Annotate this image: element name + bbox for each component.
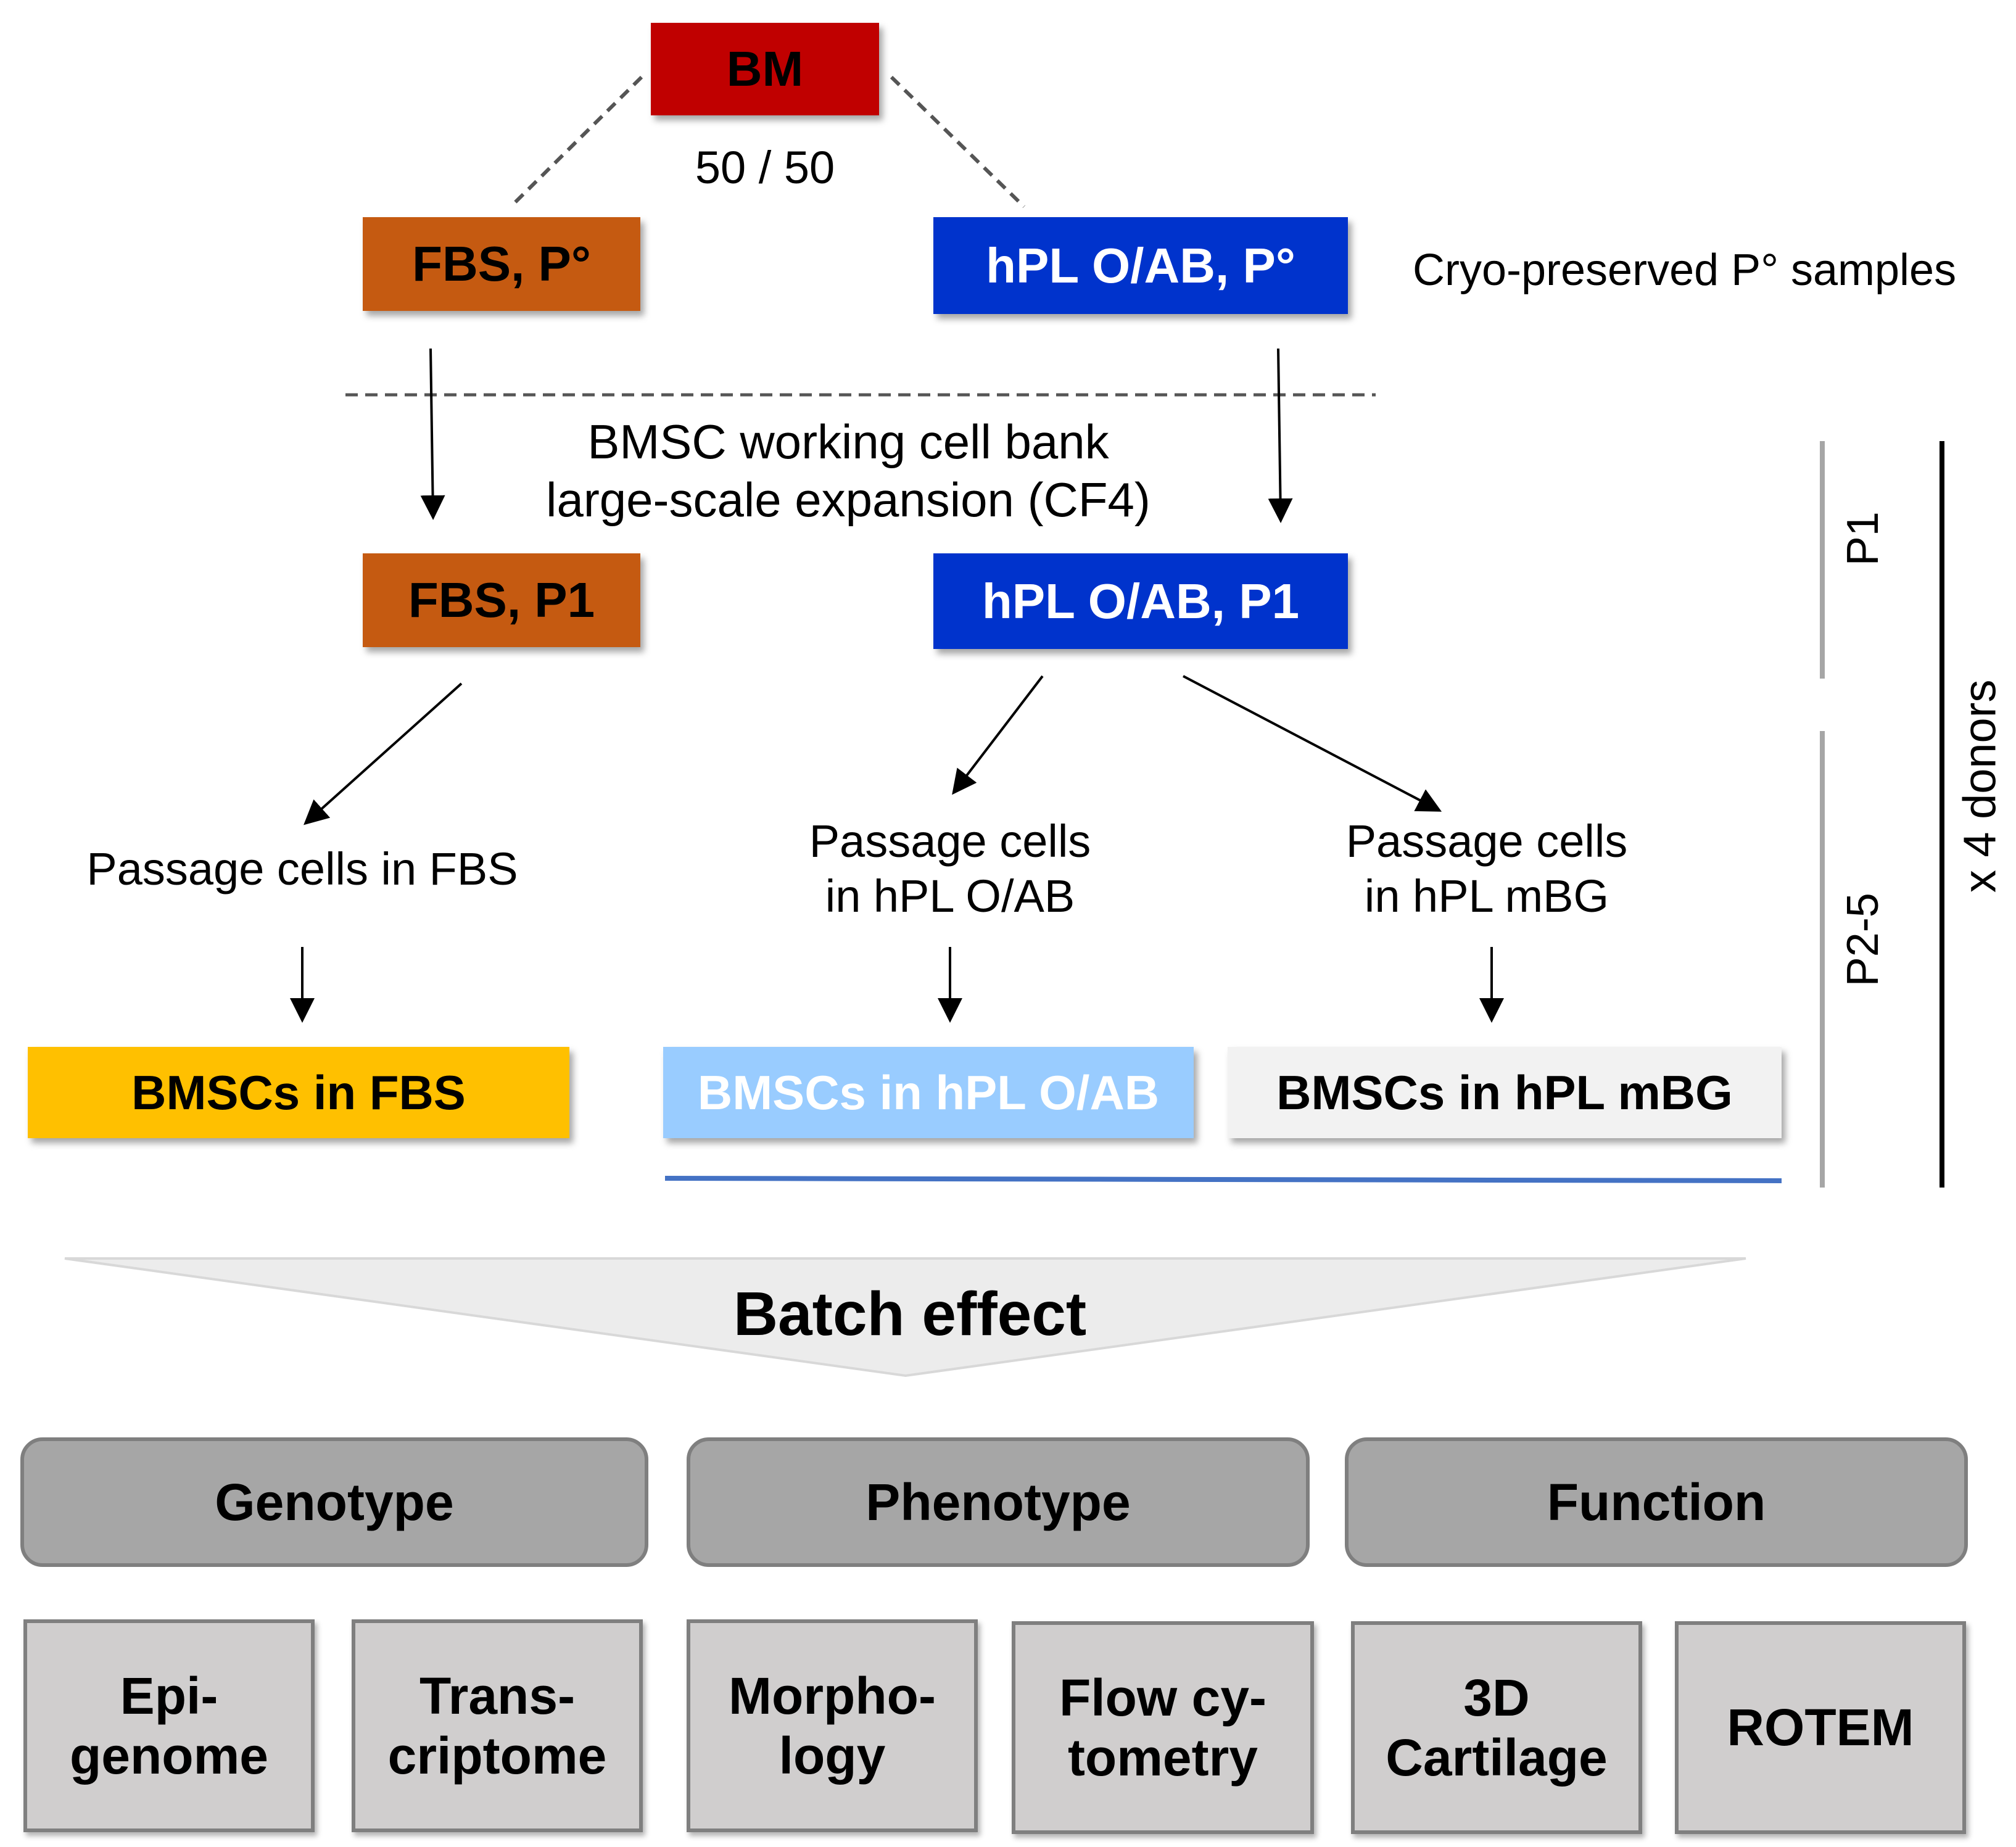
fbs-p1-box: FBS, P1	[363, 553, 640, 647]
assay-rotem-line1: ROTEM	[1727, 1698, 1914, 1757]
bm-to-hpl-dashed-line	[890, 75, 1026, 209]
assay-flow-cytometry-line1: Flow cy-	[1059, 1668, 1267, 1727]
assay-3d-cartilage: 3D Cartilage	[1351, 1621, 1642, 1834]
bmsc-fbs-label: BMSCs in FBS	[131, 1065, 466, 1120]
category-function: Function	[1345, 1437, 1968, 1567]
assay-transcriptome: Trans- criptome	[352, 1619, 643, 1832]
batch-effect-label: Batch effect	[733, 1279, 1087, 1349]
bmsc-hpl-oab-label: BMSCs in hPL O/AB	[697, 1065, 1160, 1120]
passage-hpl-oab-line1: Passage cells	[809, 816, 1091, 867]
passage-hpl-mbg: Passage cells in hPL mBG	[1277, 814, 1696, 924]
assay-flow-cytometry-line2: tometry	[1067, 1728, 1258, 1787]
assay-rotem: ROTEM	[1675, 1621, 1966, 1834]
split-ratio: 50 / 50	[695, 142, 835, 193]
batch-effect-wedge	[64, 1257, 1746, 1378]
assay-morphology: Morpho- logy	[687, 1619, 978, 1832]
passage-hpl-mbg-line2: in hPL mBG	[1364, 870, 1609, 922]
assay-3d-cartilage-line2: Cartilage	[1386, 1728, 1608, 1787]
cell-bank-title: BMSC working cell bank large-scale expan…	[469, 413, 1228, 529]
fbs-p0-to-p1-arrow	[420, 348, 445, 520]
passage-hpl-oab-line2: in hPL O/AB	[825, 870, 1075, 922]
bm-to-fbs-dashed-line	[509, 75, 643, 209]
assay-flow-cytometry: Flow cy- tometry	[1012, 1621, 1314, 1834]
assay-epigenome-line2: genome	[69, 1726, 269, 1785]
passage-hpl-mbg-line1: Passage cells	[1345, 816, 1628, 867]
assay-transcriptome-line2: criptome	[387, 1726, 607, 1785]
passage-fbs: Passage cells in FBS	[86, 843, 518, 895]
hpl-p0-label: hPL O/AB, P°	[986, 238, 1295, 293]
hpl-p0-to-p1-arrow	[1268, 348, 1293, 523]
side-label-p1: P1	[1838, 511, 1888, 566]
hpl-p1-box: hPL O/AB, P1	[933, 553, 1348, 649]
bm-box: BM	[651, 23, 879, 115]
bmsc-hpl-mbg-label: BMSCs in hPL mBG	[1276, 1065, 1733, 1120]
category-genotype: Genotype	[20, 1437, 648, 1567]
side-label-p25: P2-5	[1838, 893, 1888, 987]
cell-bank-line1: BMSC working cell bank	[587, 415, 1109, 469]
hpl-group-underline	[664, 1176, 1782, 1183]
hpl-p0-box: hPL O/AB, P°	[933, 217, 1348, 314]
cryo-note: Cryo-preserved P° samples	[1413, 246, 1957, 295]
assay-epigenome-line1: Epi-	[120, 1666, 218, 1725]
category-genotype-label: Genotype	[215, 1473, 454, 1531]
assay-epigenome: Epi- genome	[23, 1619, 315, 1832]
hpl-p1-label: hPL O/AB, P1	[981, 573, 1300, 629]
cell-bank-line2: large-scale expansion (CF4)	[546, 472, 1151, 527]
hpl-p1-to-oab-passage-arrow	[952, 675, 1044, 795]
assay-3d-cartilage-line1: 3D	[1463, 1668, 1530, 1727]
category-function-label: Function	[1547, 1473, 1766, 1531]
bm-label: BM	[726, 41, 804, 96]
assay-morphology-line1: Morpho-	[729, 1666, 936, 1725]
fbs-p1-to-passage-arrow	[304, 682, 463, 825]
hpl-p1-to-mbg-passage-arrow	[1183, 675, 1442, 812]
assay-morphology-line2: logy	[779, 1726, 886, 1785]
category-phenotype-label: Phenotype	[865, 1473, 1131, 1531]
bmsc-fbs-box: BMSCs in FBS	[28, 1047, 569, 1138]
fbs-p1-label: FBS, P1	[408, 572, 595, 627]
passage-hpl-oab: Passage cells in hPL O/AB	[740, 814, 1160, 924]
category-phenotype: Phenotype	[687, 1437, 1310, 1567]
bmsc-hpl-oab-box: BMSCs in hPL O/AB	[663, 1047, 1194, 1138]
fbs-p0-label: FBS, P°	[412, 236, 591, 291]
side-label-donors: x 4 donors	[1954, 679, 2006, 893]
fbs-p0-box: FBS, P°	[363, 217, 640, 311]
bmsc-hpl-mbg-box: BMSCs in hPL mBG	[1228, 1047, 1782, 1138]
assay-transcriptome-line1: Trans-	[419, 1666, 576, 1725]
